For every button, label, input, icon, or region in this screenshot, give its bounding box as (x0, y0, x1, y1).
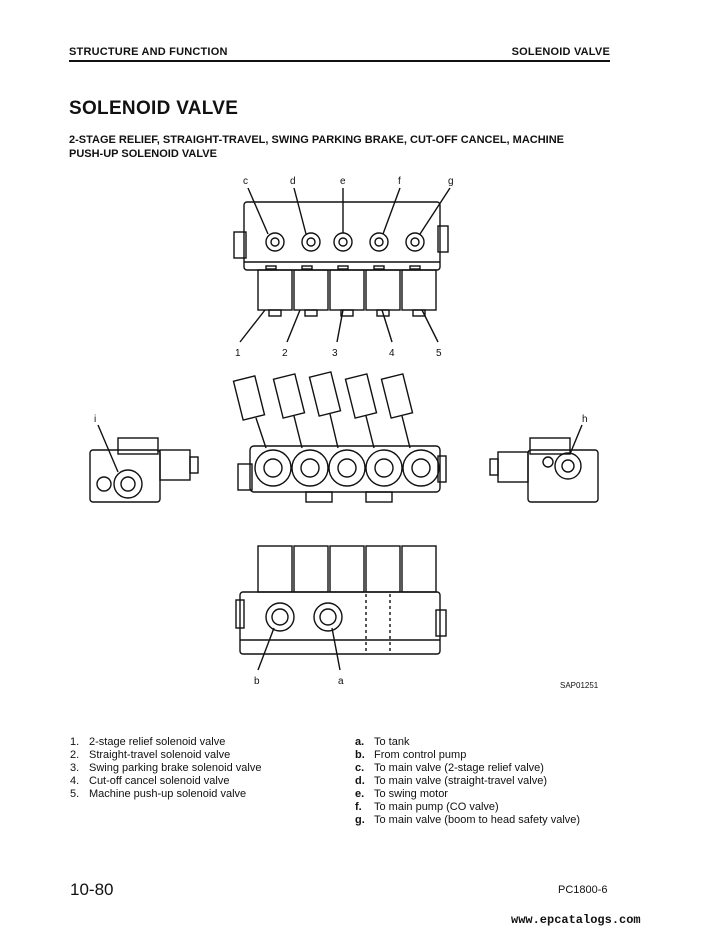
page-title: SOLENOID VALVE (69, 98, 239, 119)
legend-item: d.To main valve (straight-travel valve) (355, 775, 548, 787)
label-4: 4 (389, 348, 395, 359)
header-section: STRUCTURE AND FUNCTION (69, 46, 228, 58)
label-2: 2 (282, 348, 288, 359)
legend-item: 1.2-stage relief solenoid valve (70, 736, 226, 748)
figure-code: SAP01251 (560, 681, 599, 690)
legend-components: 1.2-stage relief solenoid valve 2.Straig… (70, 736, 261, 801)
legend-item: a.To tank (355, 736, 410, 748)
label-d: d (290, 176, 296, 187)
bottom-view (235, 545, 447, 671)
legend-item: 3.Swing parking brake solenoid valve (70, 762, 262, 774)
legend-item: 4.Cut-off cancel solenoid valve (70, 775, 230, 787)
label-a: a (338, 676, 344, 687)
legend-item: 2.Straight-travel solenoid valve (70, 749, 231, 761)
header-topic: SOLENOID VALVE (511, 46, 610, 58)
model-code: PC1800-6 (558, 884, 608, 896)
legend-item: c.To main valve (2-stage relief valve) (355, 762, 544, 774)
page-subtitle: 2-STAGE RELIEF, STRAIGHT-TRAVEL, SWING P… (69, 134, 564, 160)
page-number: 10-80 (70, 880, 114, 899)
label-g: g (448, 176, 454, 187)
front-view (232, 371, 447, 503)
legend-ports: a.To tank b.From control pump c.To main … (355, 736, 580, 827)
right-side-view (489, 424, 599, 503)
header-rule (69, 60, 610, 62)
label-i: i (94, 414, 96, 425)
label-c: c (243, 176, 248, 187)
label-1: 1 (235, 348, 241, 359)
left-side-view (89, 424, 199, 503)
legend-item: f.To main pump (CO valve) (355, 801, 499, 813)
label-f: f (398, 176, 401, 187)
label-h: h (582, 414, 588, 425)
legend-item: 5.Machine push-up solenoid valve (70, 788, 247, 800)
label-5: 5 (436, 348, 442, 359)
label-b: b (254, 676, 260, 687)
legend-item: g.To main valve (boom to head safety val… (355, 814, 581, 826)
watermark-link[interactable]: www.epcatalogs.com (511, 913, 641, 927)
solenoid-valve-diagram: c d e f g 1 2 3 4 5 i h b a SAP01251 (89, 176, 599, 690)
label-3: 3 (332, 348, 338, 359)
top-view (233, 187, 451, 343)
legend-item: e.To swing motor (355, 788, 448, 800)
label-e: e (340, 176, 346, 187)
legend-item: b.From control pump (355, 749, 467, 761)
